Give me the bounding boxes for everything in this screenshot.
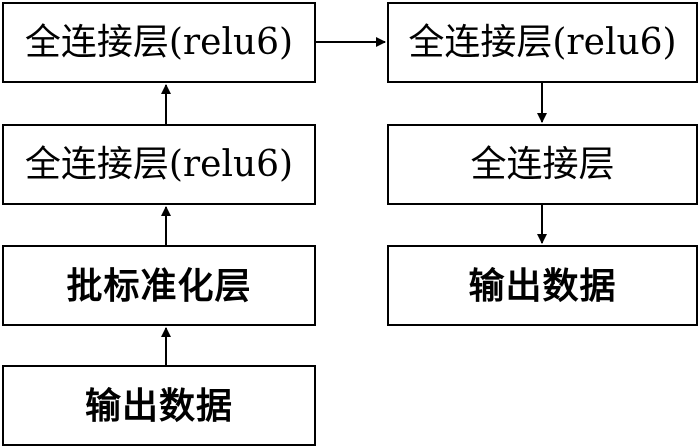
node-data-output-right: 输出数据 [387,245,698,326]
node-label: 批标准化层 [66,264,252,307]
node-fc-relu6-right-top: 全连接层(relu6) [387,2,698,83]
node-fc-right: 全连接层 [387,124,698,205]
node-label: 输出数据 [84,384,233,427]
node-fc-relu6-left-mid: 全连接层(relu6) [2,124,316,205]
node-batchnorm: 批标准化层 [2,245,316,326]
node-data-bottom-left: 输出数据 [2,365,316,446]
node-label: 全连接层(relu6) [24,21,294,63]
node-label: 全连接层 [470,143,615,185]
node-label: 全连接层(relu6) [408,21,677,63]
node-fc-relu6-left-top: 全连接层(relu6) [2,2,316,83]
node-label: 全连接层(relu6) [24,143,294,185]
node-label: 输出数据 [468,264,617,307]
